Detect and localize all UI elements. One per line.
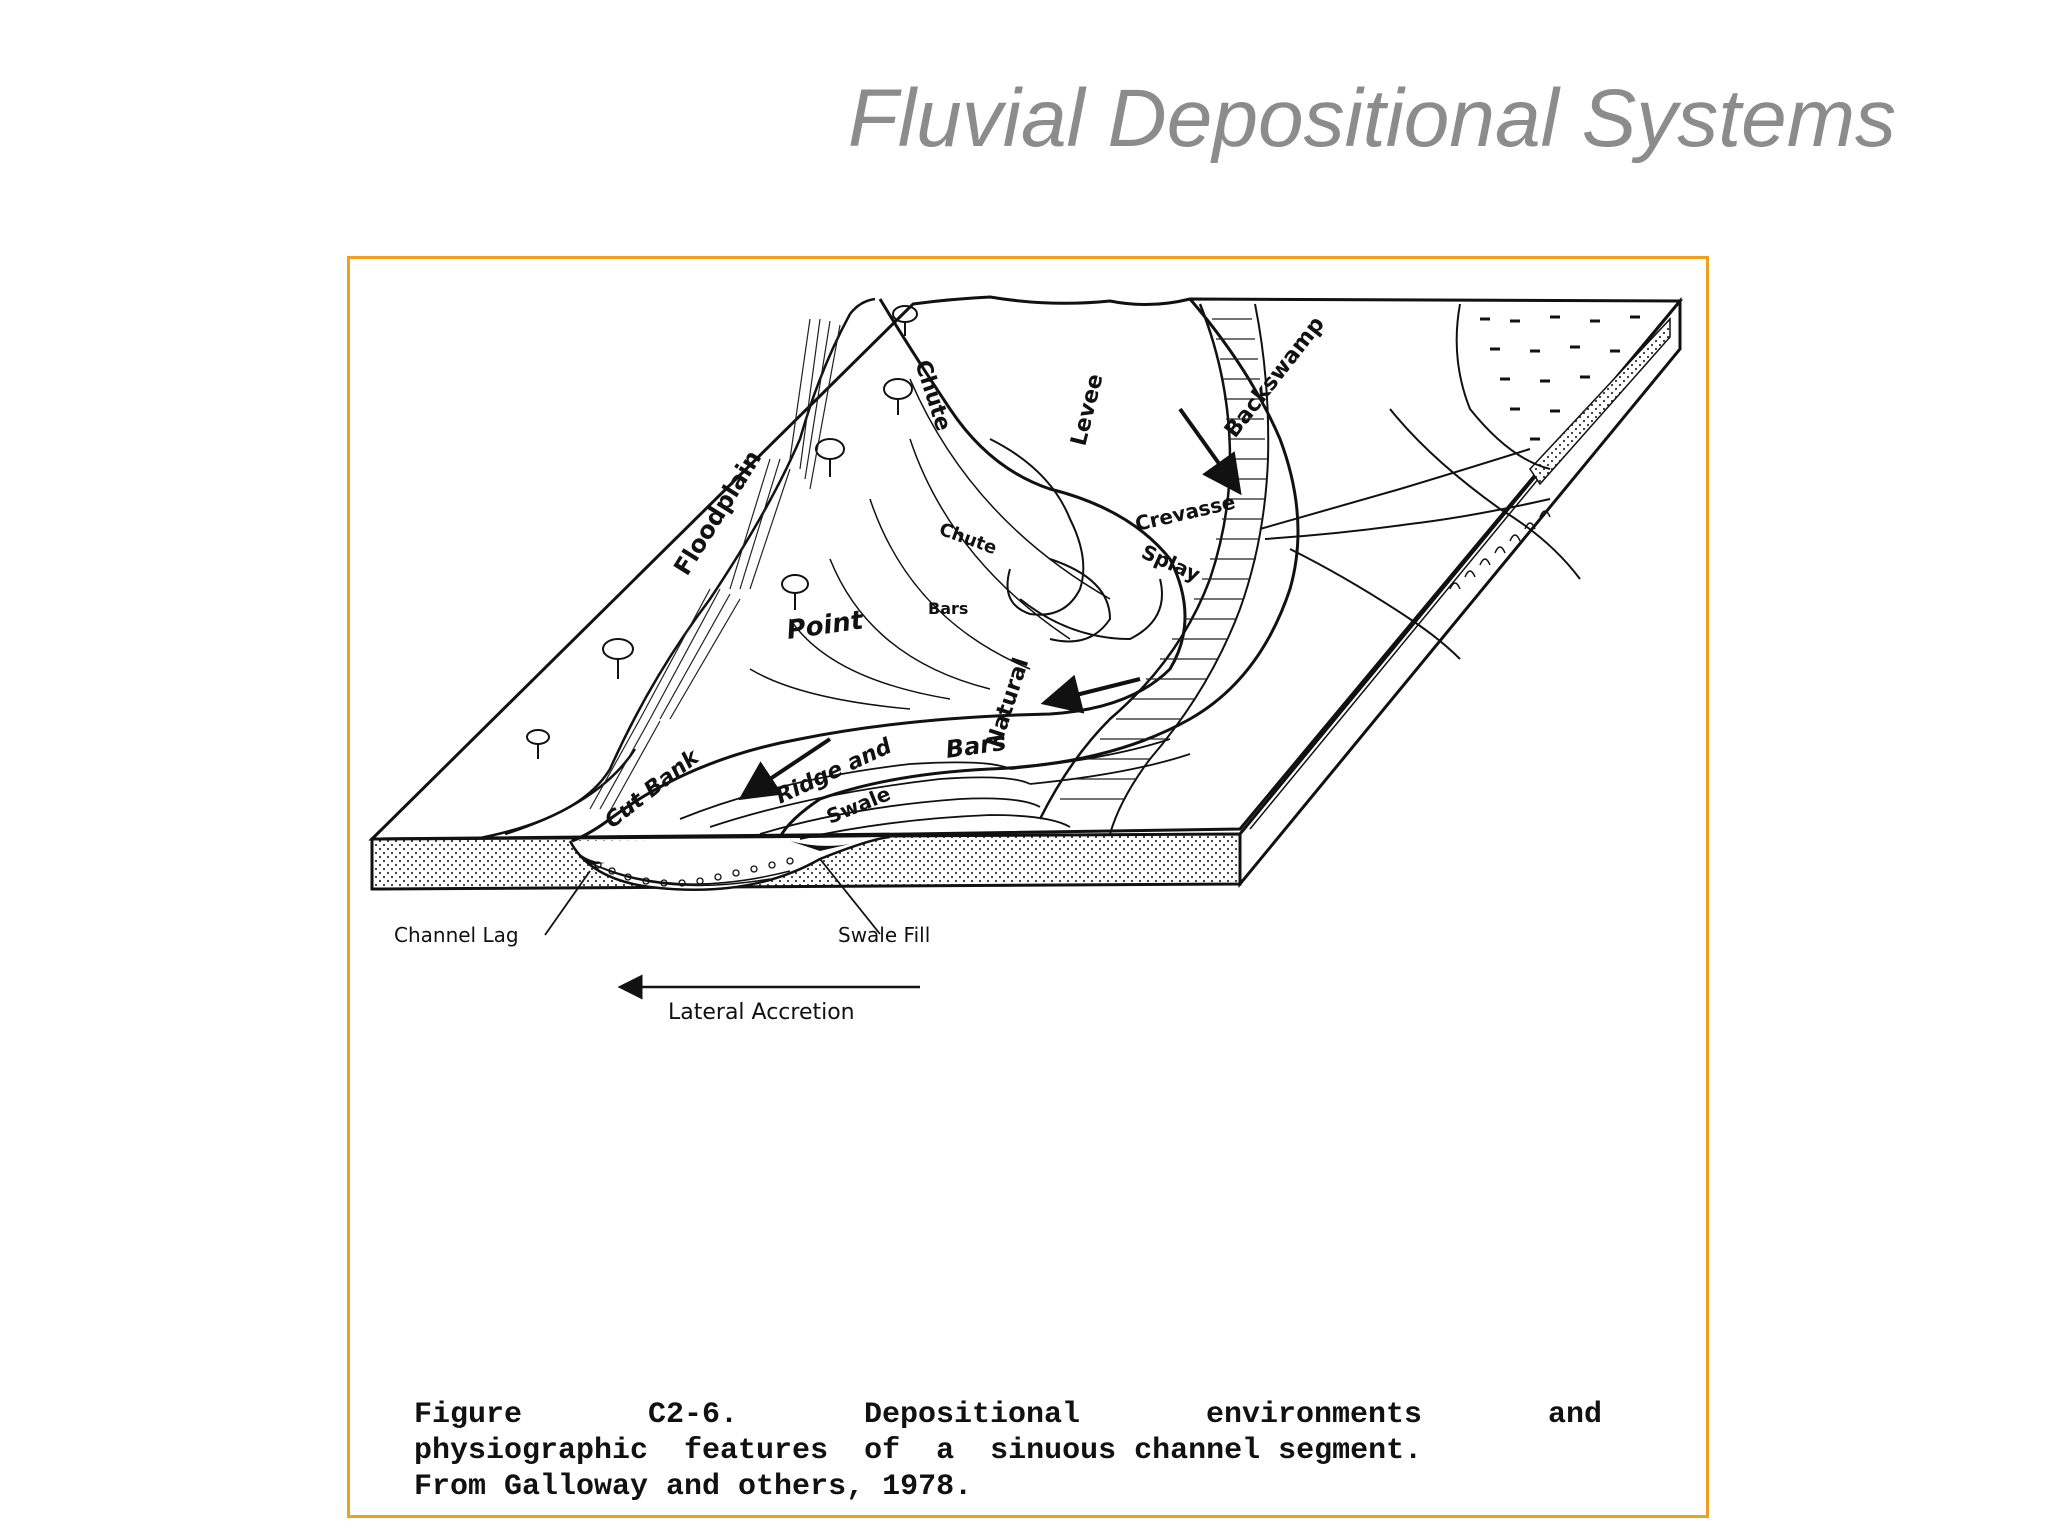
figure-caption: Figure C2-6. Depositional environments a… [414,1397,1602,1505]
caption-line-2: physiographic features of a sinuous chan… [414,1434,1423,1468]
main-channel [571,298,1300,843]
caption-word: Figure [414,1398,523,1432]
caption-line-3: From Galloway and others, 1978. [414,1470,973,1504]
caption-line-1: Figure C2-6. Depositional environments a… [414,1397,1602,1433]
tree-icon [781,574,809,610]
caption-word: environments [1205,1398,1422,1432]
block-top [368,295,1684,841]
label-lateral-accretion: Lateral Accretion [668,1000,855,1025]
slide-title: Fluvial Depositional Systems [847,73,1896,164]
scroll-lines [749,378,1111,710]
point-bar-hatch [589,318,841,812]
backswamp [1455,303,1640,470]
tree-icon [602,638,634,679]
ridge-swale-bars [679,738,1191,840]
natural-levee [1038,303,1270,835]
figure-frame: Floodplain Chute Chute Bars Levee Backsw… [347,256,1709,1518]
flow-arrow [1040,674,1141,714]
floodplain-trees [526,305,918,759]
leader-swale-fill [819,858,881,935]
flow-arrows [738,407,1242,801]
caption-word: C2-6. [647,1398,738,1432]
label-bars-inner: Bars [928,599,968,618]
channel-cross-section [568,835,891,892]
tree-icon [526,729,550,759]
block-diagram: Floodplain Chute Chute Bars Levee Backsw… [368,295,1684,1025]
crevasse-splay [1259,408,1581,660]
tree-icon [883,378,913,415]
tree-icon [892,305,918,336]
tree-icon [815,438,845,477]
flow-arrow [738,737,832,801]
flow-arrow [1178,407,1242,496]
caption-word: and [1547,1398,1602,1432]
caption-word: Depositional [863,1398,1080,1432]
label-swale-fill: Swale Fill [838,923,930,947]
label-channel-lag: Channel Lag [394,923,519,947]
splay-lobes [1449,510,1551,590]
leader-channel-lag [544,870,591,936]
block-right-face [1238,296,1682,889]
chute-channel [989,438,1163,643]
